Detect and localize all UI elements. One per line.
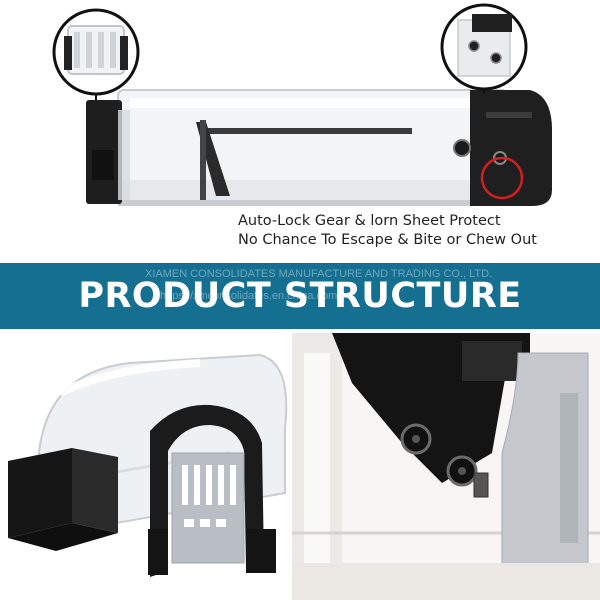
feature-caption: Auto-Lock Gear & lorn Sheet Protect No C… xyxy=(238,212,588,250)
banner-title: PRODUCT STRUCTURE xyxy=(78,276,522,316)
caption-line-1: Auto-Lock Gear & lorn Sheet Protect xyxy=(238,213,501,229)
open-doors-illustration xyxy=(0,333,292,600)
section-banner: PRODUCT STRUCTURE xyxy=(0,263,600,329)
watermark-url: https://xmconsolidates.en.china.com xyxy=(160,290,338,302)
open-doors-photo xyxy=(0,333,292,600)
hinge-closeup-photo xyxy=(292,333,600,600)
caption-line-2: No Chance To Escape & Bite or Chew Out xyxy=(238,232,537,248)
watermark-company: XIAMEN CONSOLIDATES MANUFACTURE AND TRAD… xyxy=(145,268,493,280)
product-side-view: Auto-Lock Gear & lorn Sheet Protect No C… xyxy=(0,0,600,262)
hinge-closeup-illustration xyxy=(292,333,600,600)
trap-side-illustration xyxy=(52,3,552,206)
